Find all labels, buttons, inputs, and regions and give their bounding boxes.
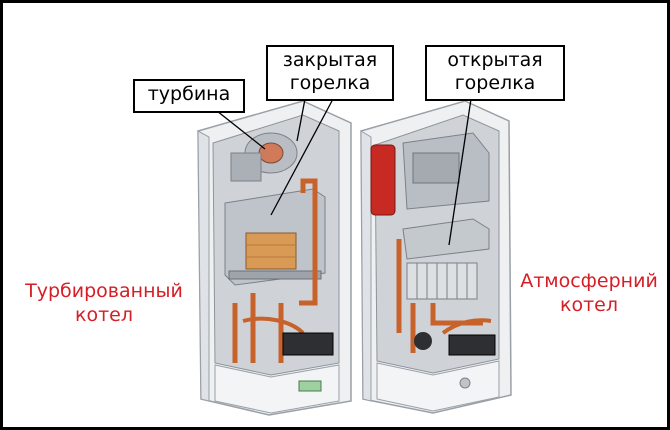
open-burner-pointer-line	[448, 98, 472, 246]
closed-burner-callout: закрытая горелка	[266, 45, 394, 101]
open-burner-label-line2: горелка	[454, 72, 536, 94]
turbo-caption-line1: Турбированный	[25, 280, 183, 302]
atmo-caption-line1: Атмосферний	[520, 270, 658, 292]
turbine-pointer-line	[216, 110, 266, 150]
atmo-boiler-cutaway	[360, 100, 512, 414]
turbo-caption-line2: котел	[74, 304, 133, 326]
open-burner-callout: открытая горелка	[425, 45, 565, 101]
atmo-caption-line2: котел	[559, 294, 618, 316]
atmo-boiler-caption: Атмосферний котел	[511, 269, 667, 317]
turbine-label: турбина	[147, 83, 231, 105]
closed-burner-pointer-line-2	[270, 98, 334, 216]
turbo-boiler-caption: Турбированный котел	[9, 279, 199, 327]
turbo-boiler-cutaway	[197, 100, 352, 416]
open-burner-label-line1: открытая	[447, 49, 543, 71]
closed-burner-label-line2: горелка	[289, 72, 371, 94]
boilers-illustration	[197, 98, 512, 416]
closed-burner-pointer-line-1	[296, 98, 306, 142]
turbine-callout: турбина	[133, 79, 245, 113]
closed-burner-label-line1: закрытая	[282, 49, 378, 71]
